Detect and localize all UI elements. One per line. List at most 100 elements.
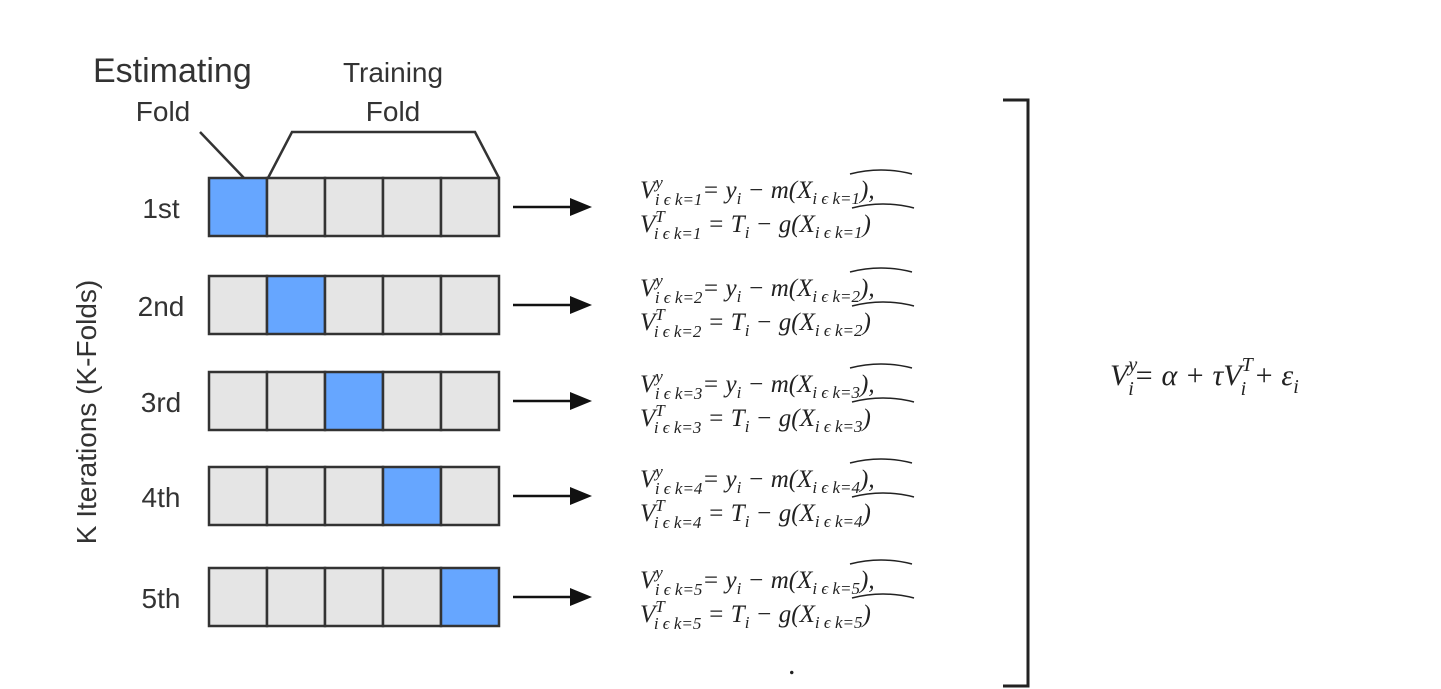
formula-eq-y: = y xyxy=(702,177,737,204)
formula-sub-k: 4 xyxy=(693,513,702,532)
training-fold-cell xyxy=(265,176,327,238)
formula-X-hat: X xyxy=(799,211,817,238)
formula-eq-y: = y xyxy=(702,567,737,594)
final-eq-V2-sub-i: i xyxy=(1241,378,1247,400)
formula-eq-T: = T xyxy=(701,211,746,238)
training-fold-cell xyxy=(439,465,501,527)
hat-mark xyxy=(851,203,915,209)
formula-X-sub-k: 1 xyxy=(854,223,863,242)
formula-V: V xyxy=(640,466,658,493)
formula-minus-g: − g( xyxy=(749,601,801,628)
formula-sub-i: i xyxy=(745,321,750,340)
formula-close-comma: ), xyxy=(858,177,875,204)
arrow-head xyxy=(570,296,592,314)
formula-close-comma: ), xyxy=(858,371,875,398)
formula-sub-index: i ϵ k= xyxy=(655,580,694,599)
training-fold-cell xyxy=(439,370,501,432)
estimating-fold-cell xyxy=(207,176,269,238)
formula-V: V xyxy=(640,371,658,398)
formula-sup-T: T xyxy=(655,207,666,226)
formula-sub-index: i ϵ k= xyxy=(655,288,694,307)
training-fold-label: Fold xyxy=(366,96,420,127)
formula-X-hat: X xyxy=(799,309,817,336)
formula-sub-k: 1 xyxy=(694,190,703,209)
formula-V: V xyxy=(640,601,658,628)
formula-eq-y: = y xyxy=(702,466,737,493)
training-fold-cell xyxy=(381,176,443,238)
estimating-pointer-line xyxy=(199,131,245,179)
formula-sub-i: i xyxy=(737,287,742,306)
hat-mark xyxy=(849,267,913,273)
iteration-label: 5th xyxy=(142,583,181,614)
formula-X-sub-index: i ϵ k= xyxy=(815,512,854,531)
formula-eq-T: = T xyxy=(701,405,746,432)
formula-minus-g: − g( xyxy=(749,309,801,336)
training-fold-cell xyxy=(323,176,385,238)
hat-mark xyxy=(851,301,915,307)
arrow-head xyxy=(570,588,592,606)
formula-sub-i: i xyxy=(745,512,750,531)
estimating-fold-label: Fold xyxy=(136,96,190,127)
formula-X-sub-index: i ϵ k= xyxy=(812,478,851,497)
formula-sub-k: 3 xyxy=(692,418,702,437)
formula-V: V xyxy=(640,500,658,527)
formula-sub-i: i xyxy=(737,189,742,208)
arrow-head xyxy=(570,198,592,216)
hat-mark xyxy=(849,169,913,175)
estimating-fold-cell xyxy=(265,274,327,336)
formula-minus-g: − g( xyxy=(749,405,801,432)
formula-X-sub-k: 4 xyxy=(852,478,861,497)
formula-X-sub-k: 3 xyxy=(853,417,863,436)
formula-close: ) xyxy=(861,601,871,628)
estimating-fold-cell xyxy=(381,465,443,527)
formula-V: V xyxy=(640,309,658,336)
training-fold-cell xyxy=(323,465,385,527)
hat-mark xyxy=(851,593,915,599)
trailing-dot: . xyxy=(788,648,796,681)
formula-sub-index: i ϵ k= xyxy=(654,322,693,341)
formula-sub-k: 1 xyxy=(693,224,702,243)
iteration-label: 2nd xyxy=(138,291,185,322)
formula-sup-T: T xyxy=(655,597,666,616)
formula-X-sub-index: i ϵ k= xyxy=(812,579,851,598)
formula-close: ) xyxy=(861,211,871,238)
formula-X-sub-k: 5 xyxy=(854,613,863,632)
formula-X-sub-index: i ϵ k= xyxy=(815,223,854,242)
formula-minus-m: − m( xyxy=(741,371,798,398)
formula-minus-m: − m( xyxy=(741,567,798,594)
formula-sub-k: 3 xyxy=(693,384,703,403)
formula-sub-i: i xyxy=(737,579,742,598)
formula-eq-T: = T xyxy=(701,601,746,628)
training-fold-cell xyxy=(207,465,269,527)
formula-eq-T: = T xyxy=(701,500,746,527)
training-fold-cell xyxy=(323,566,385,628)
hat-mark xyxy=(849,458,913,464)
formula-X-hat: X xyxy=(796,371,814,398)
arrow-head xyxy=(570,392,592,410)
formula-X-sub-k: 5 xyxy=(852,579,861,598)
formula-sub-k: 2 xyxy=(693,322,702,341)
formula-close: ) xyxy=(861,309,871,336)
formula-X-hat: X xyxy=(799,601,817,628)
formula-sub-i: i xyxy=(745,613,750,632)
formula-X-sub-index: i ϵ k= xyxy=(815,417,854,436)
training-fold-cell xyxy=(207,370,269,432)
formula-X-sub-k: 3 xyxy=(851,383,861,402)
formula-sup-T: T xyxy=(655,496,666,515)
formula-X-sub-index: i ϵ k= xyxy=(812,189,851,208)
formula-sub-i: i xyxy=(737,478,742,497)
formula-close-comma: ), xyxy=(858,567,875,594)
formula-close-comma: ), xyxy=(858,466,875,493)
formula-minus-g: − g( xyxy=(749,500,801,527)
training-fold-cell xyxy=(207,274,269,336)
